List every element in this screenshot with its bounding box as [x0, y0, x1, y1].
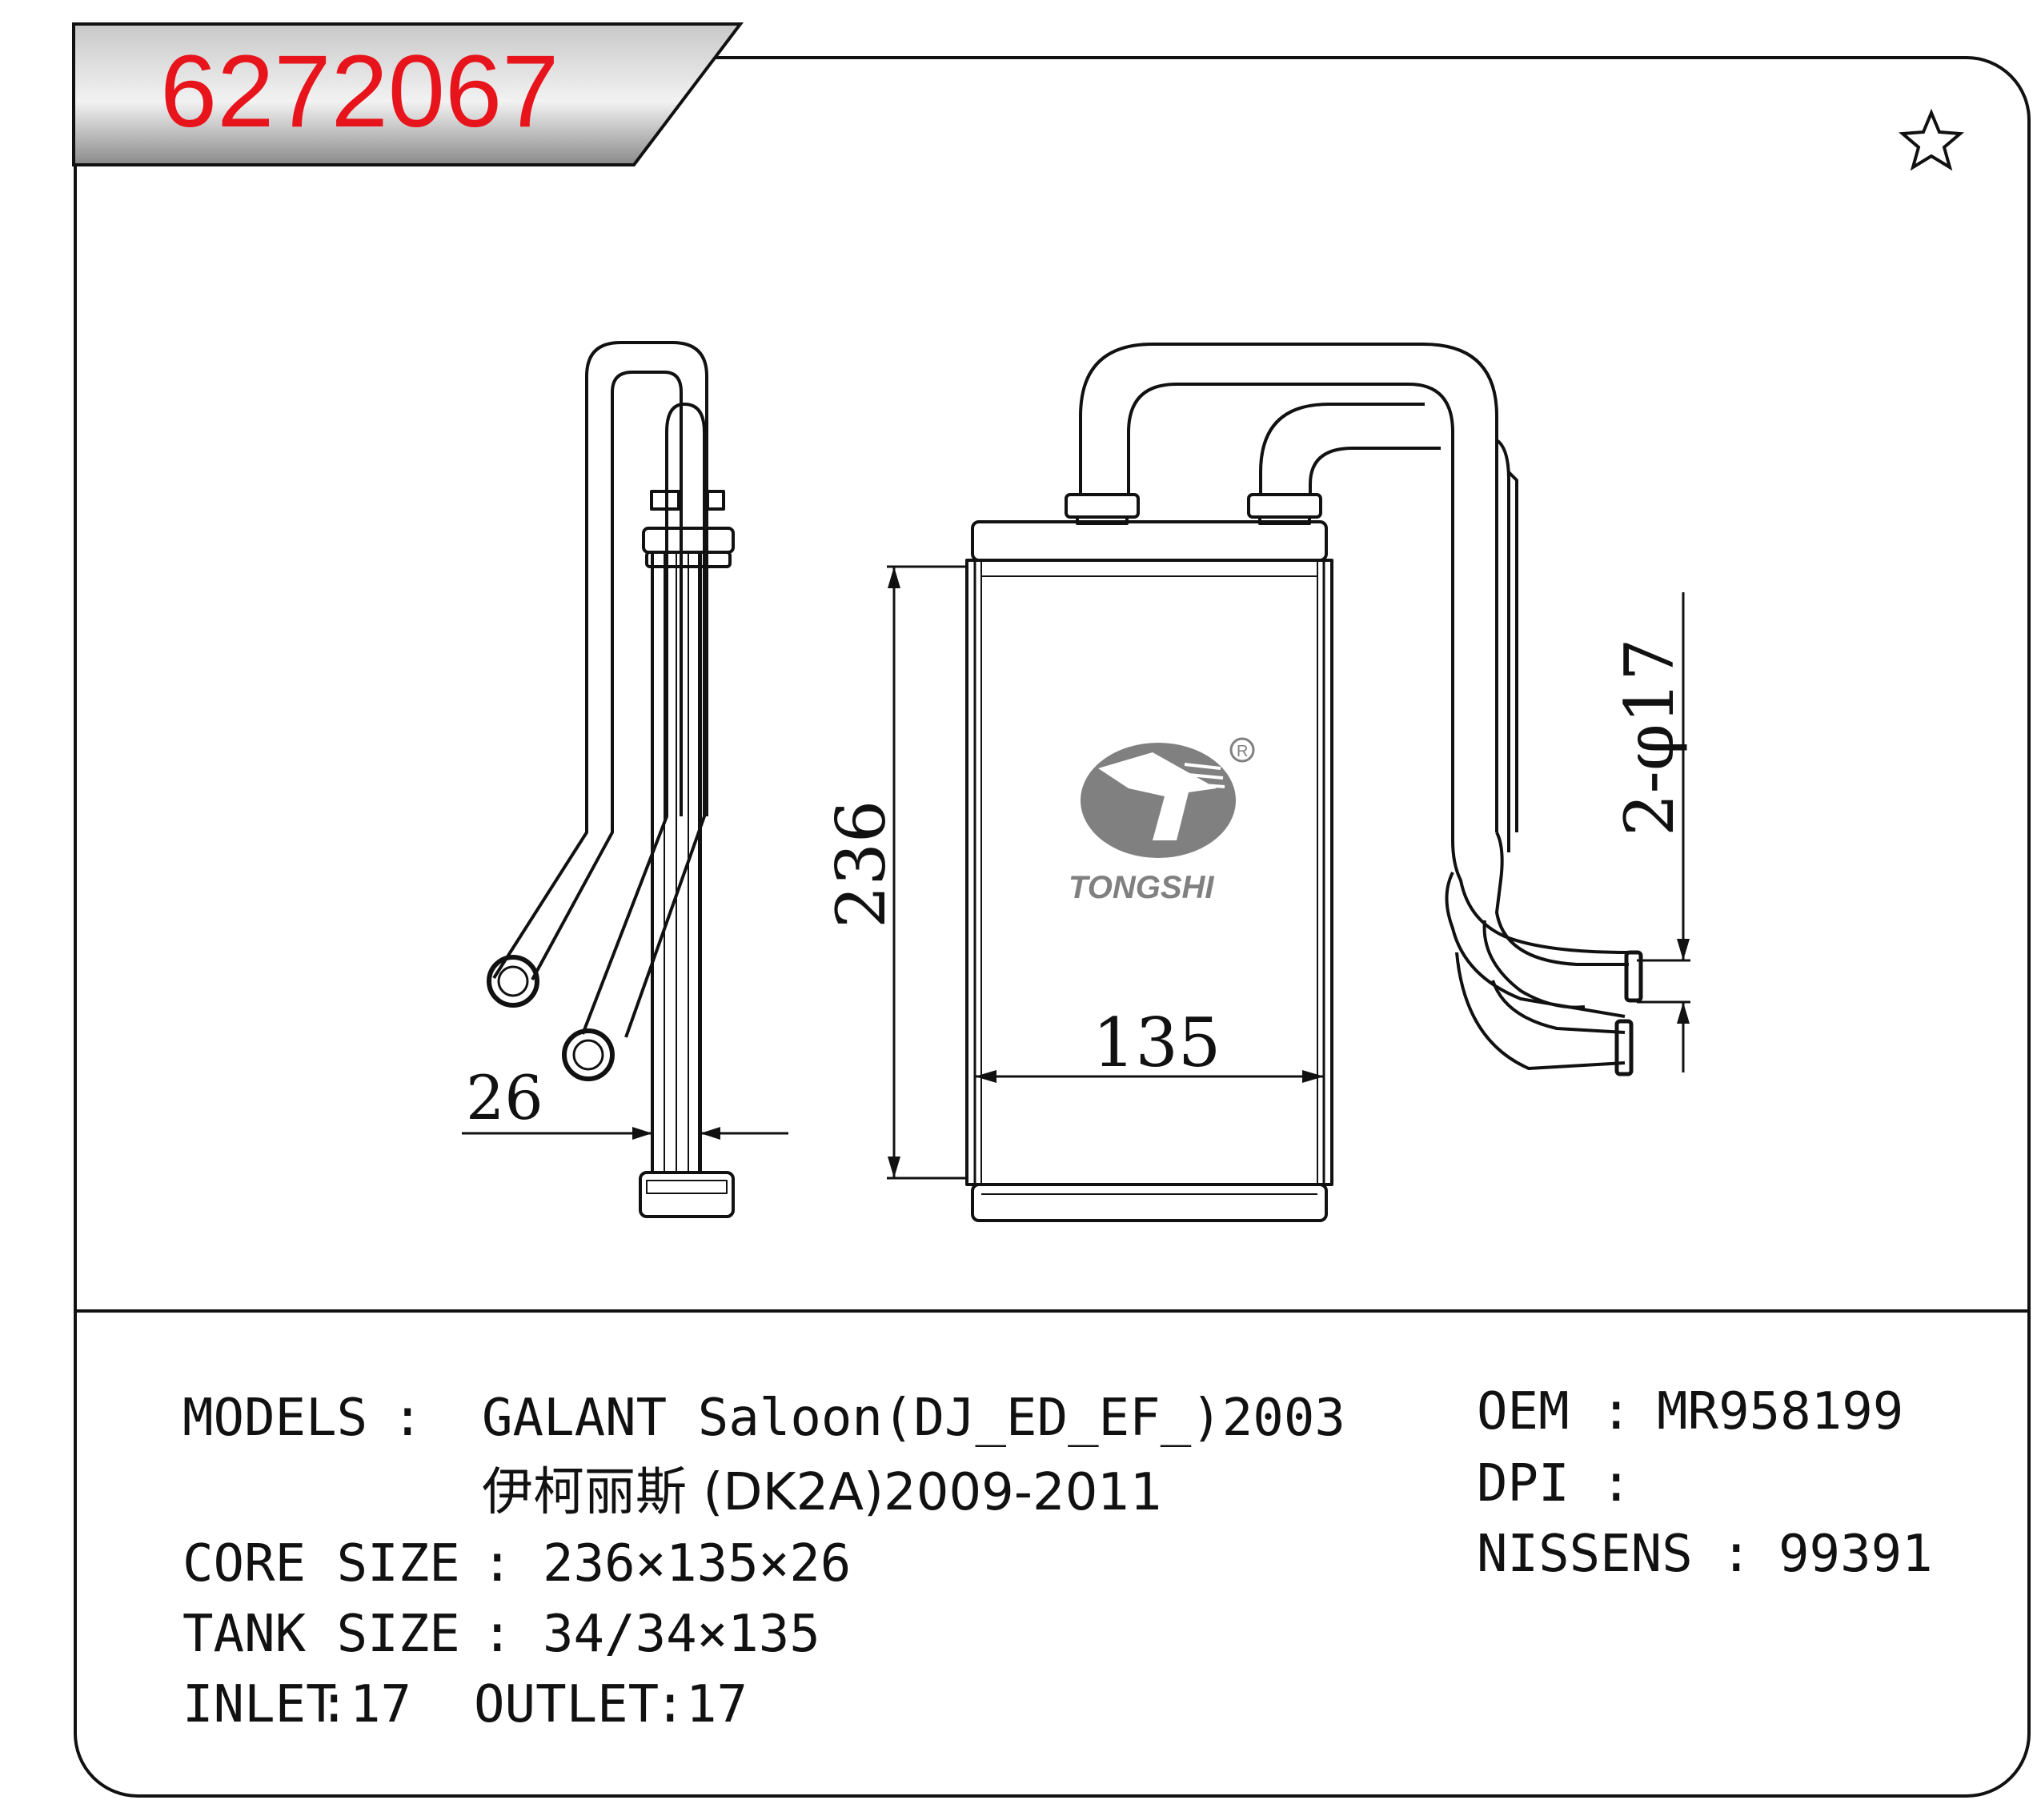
dim-height: 236 [822, 800, 900, 928]
nissens-label: NISSENS [1477, 1525, 1693, 1584]
star-icon[interactable] [1899, 108, 1964, 171]
side-view [462, 341, 788, 1218]
brand-name: TONGSHI [1069, 870, 1214, 905]
oem-separator: : [1601, 1382, 1632, 1441]
dim-thickness: 26 [466, 1062, 543, 1133]
dpi-label: DPI [1477, 1454, 1570, 1513]
outlet-value: 17 [686, 1675, 748, 1734]
inlet-pipe-end [487, 955, 539, 1008]
models-label: MODELS [182, 1389, 368, 1448]
oem-label: OEM [1477, 1382, 1570, 1441]
nissens-separator: : [1721, 1525, 1752, 1584]
models-line-1: GALANT Saloon(DJ_ED_EF_)2003 [482, 1389, 1345, 1448]
models-line-2: 伊柯丽斯 (DK2A)2009-2011 [482, 1463, 1163, 1522]
core-size-separator: : [482, 1534, 513, 1594]
inlet-value: 17 [350, 1675, 412, 1734]
section-divider [74, 1309, 2031, 1313]
part-number: 6272067 [160, 34, 559, 149]
dim-pipe-diameter: 2-φ17 [1610, 638, 1689, 836]
tank-size-label: TANK SIZE [182, 1605, 460, 1664]
outlet-label: OUTLET [474, 1675, 660, 1734]
core-size-value: 236×135×26 [543, 1534, 852, 1594]
models-separator: : [392, 1389, 423, 1448]
outlet-pipe-end [562, 1028, 615, 1081]
tank-size-separator: : [482, 1605, 513, 1664]
technical-drawing: 6272067 26 [72, 22, 1964, 1222]
tank-size-value: 34/34×135 [543, 1605, 820, 1664]
inlet-separator: : [319, 1675, 350, 1734]
oem-value: MR958199 [1657, 1382, 1904, 1441]
part-number-tab: 6272067 [72, 22, 744, 166]
drawing-frame [74, 56, 2031, 1798]
front-view [887, 343, 1690, 1222]
outlet-separator: : [655, 1675, 686, 1734]
svg-text:R: R [1237, 743, 1248, 760]
registered-mark [1229, 737, 1255, 763]
inlet-label: INLET [182, 1675, 337, 1734]
nissens-value: 99391 [1778, 1525, 1933, 1584]
dpi-separator: : [1601, 1454, 1632, 1513]
core-size-label: CORE SIZE [182, 1534, 460, 1594]
tongshi-logo: R TONGSHI [1069, 737, 1255, 905]
dim-width: 135 [1093, 1004, 1221, 1082]
